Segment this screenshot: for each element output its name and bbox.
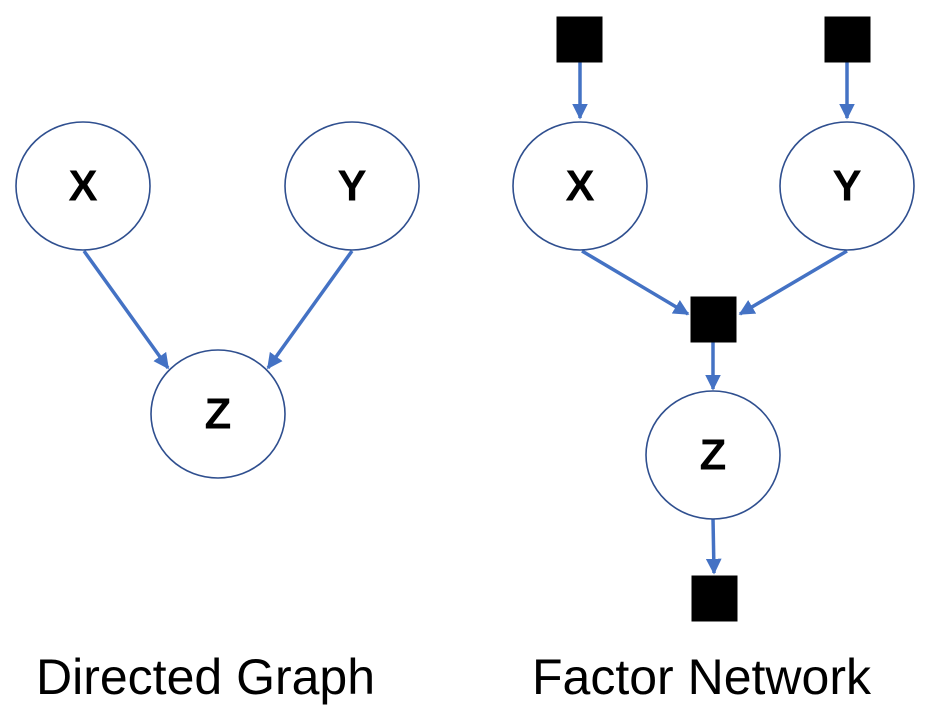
dg-node-y: Y <box>284 121 420 251</box>
dg-edge-y-z <box>266 249 354 370</box>
fn-factor-x-prior <box>556 16 603 63</box>
fn-edge-x-fxyz <box>581 249 690 316</box>
dg-node-z-label: Z <box>205 390 232 439</box>
fn-node-y: Y <box>779 121 915 251</box>
dg-node-x-label: X <box>68 162 97 211</box>
fn-edge-y-fxyz <box>738 249 848 316</box>
fn-node-y-label: Y <box>832 162 861 211</box>
fn-factor-y-prior <box>824 16 871 63</box>
dg-edge-x-z <box>82 249 170 370</box>
factor-network: X Y Z <box>512 16 915 622</box>
fn-node-z: Z <box>645 390 781 520</box>
fn-edge-z-fout <box>705 517 722 575</box>
directed-graph-caption: Directed Graph <box>36 649 376 705</box>
fn-node-z-label: Z <box>700 431 727 480</box>
directed-graph: X Y Z <box>15 121 420 479</box>
dg-node-y-label: Y <box>337 162 366 211</box>
fn-factor-xyz <box>690 296 737 343</box>
fn-node-x: X <box>512 121 648 251</box>
dg-node-x: X <box>15 121 151 251</box>
fn-factor-z-out <box>691 575 738 622</box>
factor-network-caption: Factor Network <box>532 649 871 705</box>
dg-node-z: Z <box>150 349 286 479</box>
fn-node-x-label: X <box>565 162 594 211</box>
